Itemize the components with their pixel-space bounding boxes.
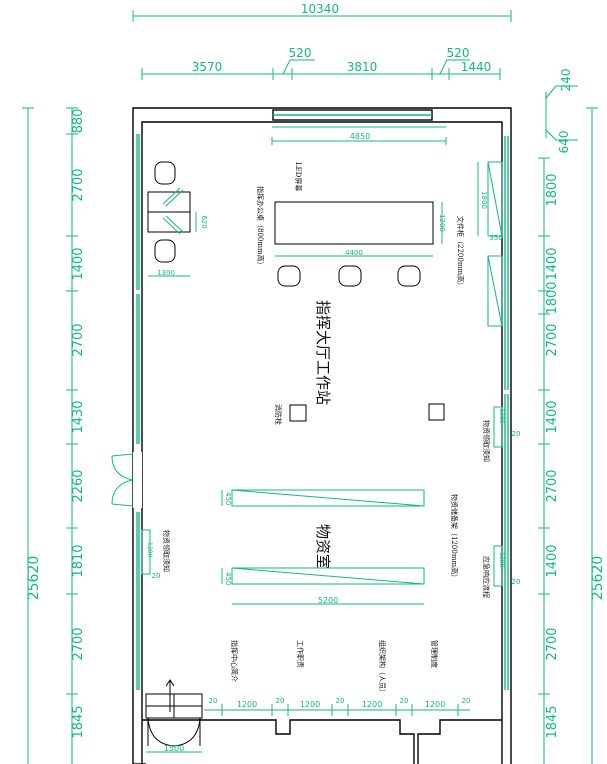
- chair-row: [277, 265, 421, 287]
- board-right-2-dim: 1200: [498, 552, 505, 567]
- right-total-dim: 25620: [590, 556, 606, 601]
- right-dim-2: 1400: [545, 247, 560, 280]
- supplies-rules-board-left: [141, 529, 151, 575]
- top-seg-3: 3810: [347, 60, 378, 74]
- left-dim-3: 1400: [71, 247, 86, 280]
- chair: [277, 265, 301, 287]
- rack-bottom-depth-dim: 450: [224, 572, 232, 585]
- left-double-door[interactable]: [111, 453, 134, 507]
- left-desk-depth-dim: 620: [200, 215, 208, 228]
- board-right-1-dim: 1200: [498, 408, 505, 423]
- entrance-arrow-icon: [165, 679, 175, 712]
- left-dim-2: 2700: [71, 168, 86, 201]
- entrance-width-dim: 1500: [164, 744, 184, 753]
- bottom-gap-5: 20: [462, 697, 471, 705]
- supplies-rules-board-right: [493, 406, 503, 448]
- supplies-room-title: 物资室: [314, 524, 332, 569]
- pillar-right: [428, 403, 445, 421]
- top-seg-4: 520: [447, 46, 470, 60]
- board-right-1-gap: 20: [512, 430, 521, 438]
- chair: [154, 239, 176, 263]
- right-dim-line: [538, 157, 550, 764]
- center-intro-label: 指挥中心简介: [230, 640, 239, 682]
- pillar-label: 消防栓: [274, 404, 283, 425]
- emergency-flow-label: 应急响应流程: [482, 556, 491, 598]
- cabinet-width-dim: 1800: [480, 191, 488, 209]
- left-dim-9: 1845: [71, 705, 86, 738]
- supplies-rules-left-label: 物资领取须知: [162, 530, 171, 572]
- desk-length-dim: 4400: [345, 249, 363, 257]
- pillar-left: [289, 404, 307, 422]
- top-total-dim: 10340: [301, 2, 339, 16]
- bottom-gap-2: 20: [276, 697, 285, 705]
- top-seg-1: 3570: [192, 60, 223, 74]
- bottom-board-dims: [204, 704, 470, 716]
- bottom-board-4: 1200: [425, 700, 445, 709]
- duties-label: 工作职责: [296, 640, 305, 668]
- right-dim-1: 1800: [545, 173, 560, 206]
- bottom-board-3: 1200: [362, 700, 382, 709]
- chair: [338, 265, 362, 287]
- led-width-dim: 4850: [350, 132, 370, 141]
- rack-top-depth-dim: 450: [224, 492, 232, 505]
- rack-length-dim: 5200: [318, 596, 338, 605]
- top-right-offset-2: 640: [557, 131, 571, 154]
- emergency-flow-board: [493, 545, 503, 587]
- org-chart-label: 组织架构（人员）: [378, 640, 387, 696]
- right-dim-7: 1400: [545, 544, 560, 577]
- left-workstation: [147, 161, 191, 263]
- desk-depth-dim: 1200: [438, 214, 446, 232]
- board-right-2-gap: 20: [512, 578, 521, 586]
- left-dim-line: [66, 107, 78, 764]
- command-desk: [274, 201, 434, 245]
- right-dim-6: 2700: [545, 469, 560, 502]
- chair: [397, 265, 421, 287]
- top-seg-5: 1440: [461, 60, 492, 74]
- storage-rack-top: [221, 489, 425, 507]
- command-desk-label: 指挥办公桌（800mm高）: [256, 186, 265, 269]
- board-left-dim: 1200: [146, 542, 153, 557]
- left-dim-5: 1430: [71, 400, 86, 433]
- top-dimensions: [132, 10, 578, 141]
- chair: [154, 161, 176, 185]
- left-dim-4: 2700: [71, 323, 86, 356]
- bottom-gap-1: 20: [209, 697, 218, 705]
- storage-rack-label: 物资储备架（1200mm高）: [450, 494, 459, 581]
- left-desk-width-dim: 1300: [157, 269, 175, 277]
- top-right-offset-1: 240: [559, 69, 573, 92]
- top-seg-2: 520: [289, 46, 312, 60]
- cabinet-depth-dim: 350: [489, 234, 502, 242]
- right-dim-9: 1845: [545, 705, 560, 738]
- led-screen-label: LED屏幕: [294, 162, 303, 191]
- bottom-gap-3: 20: [336, 697, 345, 705]
- command-hall-title: 指挥大厅工作站: [314, 300, 332, 405]
- left-dim-7: 1810: [71, 544, 86, 577]
- left-dim-6: 2260: [71, 469, 86, 502]
- overall-side-lines: [22, 107, 598, 764]
- file-cabinets: [477, 161, 503, 327]
- led-screen: [271, 126, 447, 145]
- storage-rack-bottom: [221, 567, 425, 605]
- bottom-board-2: 1200: [300, 700, 320, 709]
- management-system-label: 管理制度: [430, 640, 439, 668]
- entrance-double-door[interactable]: [145, 693, 203, 747]
- bottom-gap-4: 20: [400, 697, 409, 705]
- file-cabinet-label: 文件柜（2200mm高）: [456, 216, 465, 289]
- right-dim-4: 2700: [545, 323, 560, 356]
- left-total-dim: 25620: [26, 556, 42, 601]
- bottom-board-1: 1200: [237, 700, 257, 709]
- left-dim-1: 880: [71, 109, 86, 134]
- right-dim-5: 1400: [545, 400, 560, 433]
- right-dim-3: 1800: [545, 281, 560, 314]
- left-dim-8: 2700: [71, 627, 86, 660]
- board-left-gap: 20: [152, 572, 161, 580]
- right-dim-8: 2700: [545, 627, 560, 660]
- supplies-rules-right-label: 物资领取须知: [482, 420, 491, 462]
